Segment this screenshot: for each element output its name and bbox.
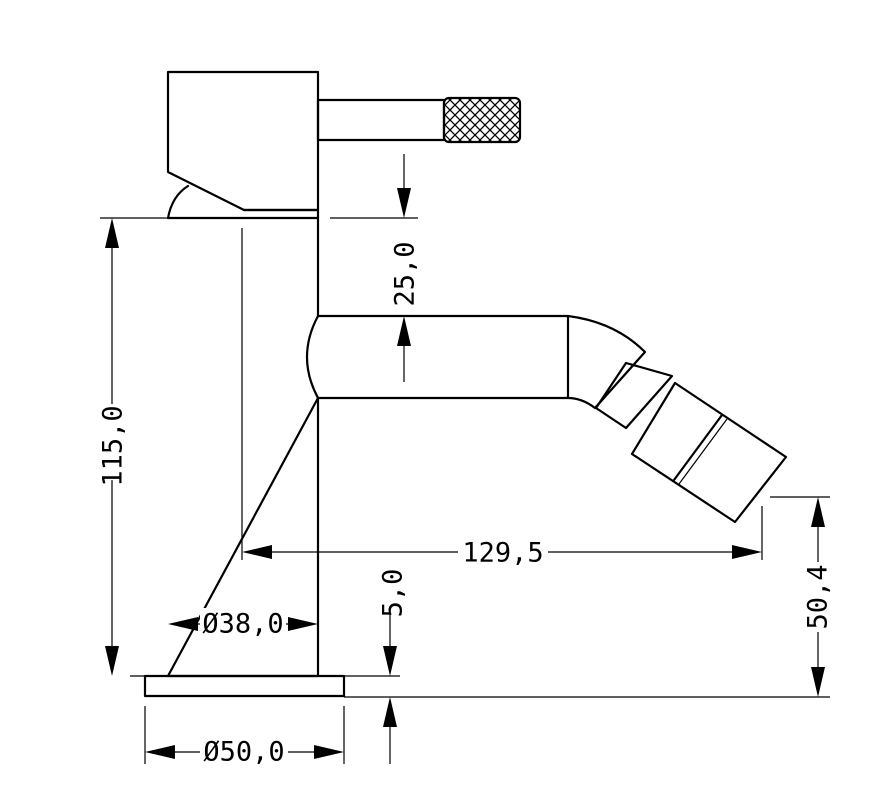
dim-base-thickness: 5,0 [378,569,409,618]
handle-housing [166,70,320,212]
lever-rod [316,98,446,142]
knurled-grip-hatch [444,98,520,142]
dim-outlet-height: 50,4 [803,564,834,629]
dim-lever-clearance: 25,0 [390,241,421,306]
dim-body-height: 115,0 [98,405,129,486]
handle-neck [166,184,320,220]
dim-spout-reach: 129,5 [462,538,543,569]
base-plate [143,674,346,698]
faucet-body [166,216,320,678]
spout [316,314,647,410]
nozzle-groove [672,413,724,482]
dimension-lines [100,154,830,764]
faucet-outline [143,70,788,698]
dimension-labels: 25,0 115,0 129,5 50,4 5,0 Ø38,0 Ø50,0 [98,241,834,768]
nozzle-groove-2 [678,418,728,485]
dim-body-diameter: Ø38,0 [202,609,283,640]
swivel-nozzle [630,381,788,524]
dim-base-diameter: Ø50,0 [203,737,284,768]
spout-join-curve [305,314,320,400]
swivel-collar [594,361,674,430]
knurled-grip [442,96,522,144]
